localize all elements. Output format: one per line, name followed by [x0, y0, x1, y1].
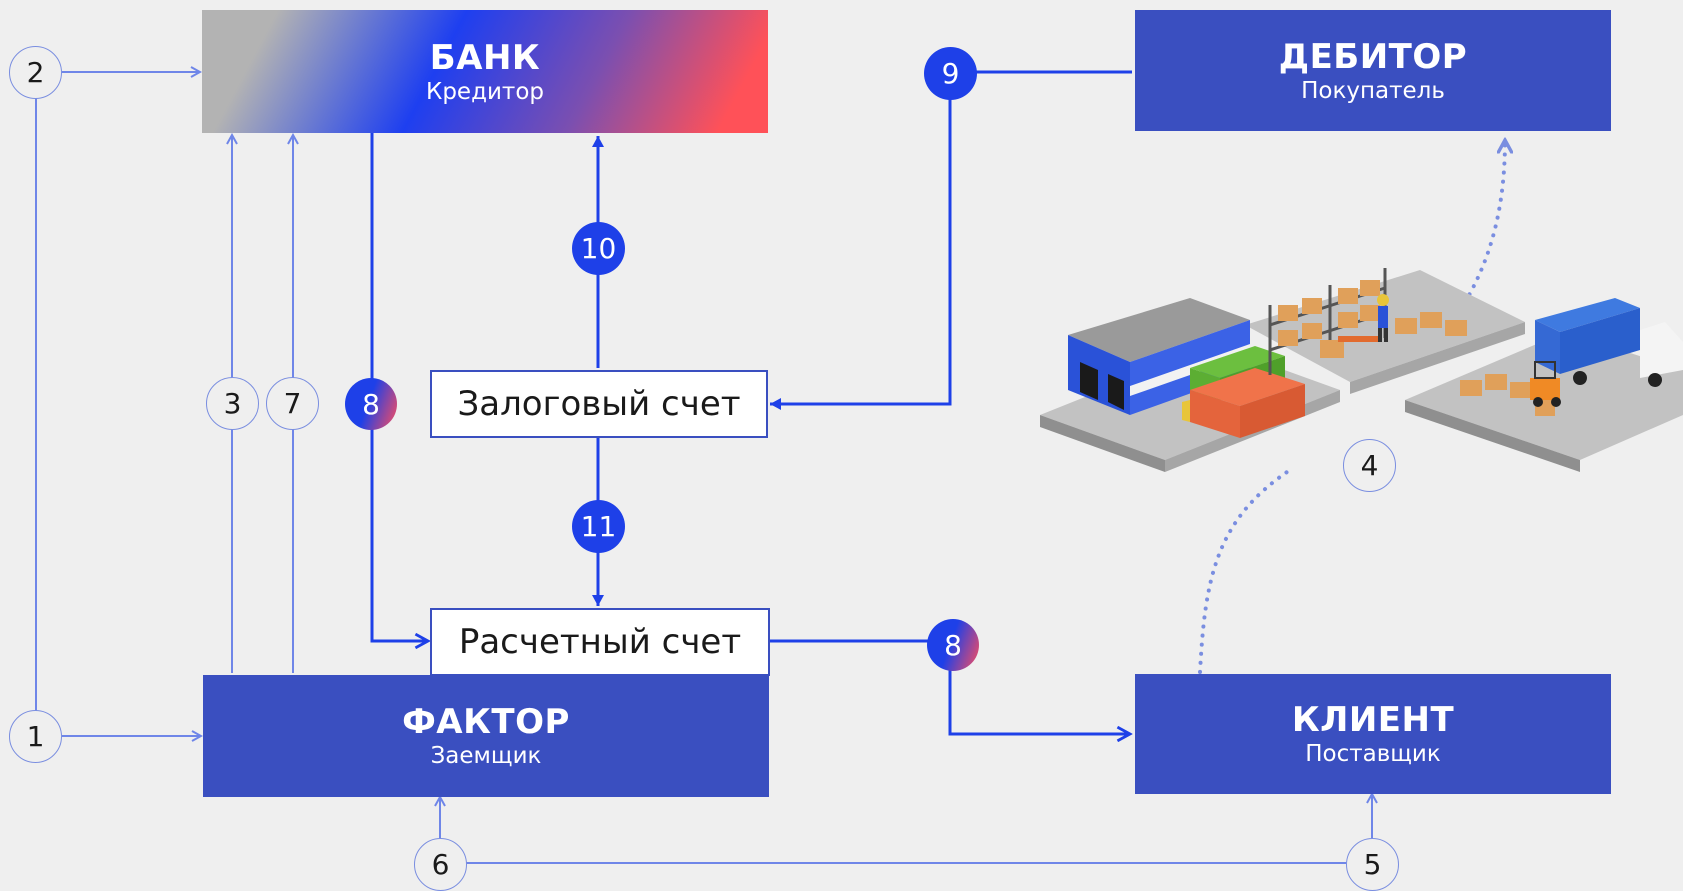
container-truck: [1535, 298, 1683, 387]
warehouse-logistics-illustration: [1040, 268, 1683, 472]
step-8-bank-badge: 8: [345, 378, 397, 430]
worker-with-cart: [1338, 294, 1389, 342]
step-11-badge: 11: [572, 500, 625, 553]
flow-9-line: [770, 70, 1132, 410]
flow-8-to-client-line: [770, 639, 1130, 734]
step-4-badge: 4: [1343, 439, 1396, 492]
debtor-title: ДЕБИТОР: [1278, 36, 1468, 77]
warehouse-building: [1068, 298, 1250, 415]
factor-title: ФАКТОР: [402, 702, 570, 742]
flow-4-debtor-dotted-path: [1448, 140, 1505, 327]
step-6-badge: 6: [414, 838, 467, 891]
forklift: [1530, 361, 1561, 407]
pledge-account-box: Залоговый счет: [430, 370, 768, 438]
debtor-subtitle: Покупатель: [1301, 77, 1445, 104]
debtor-node: ДЕБИТОР Покупатель: [1135, 10, 1611, 131]
client-subtitle: Поставщик: [1305, 741, 1441, 767]
client-title: КЛИЕНТ: [1291, 700, 1455, 740]
step-1-badge: 1: [9, 710, 62, 763]
flow-8-bank-to-settlement-line: [370, 132, 428, 641]
bank-subtitle: Кредитор: [426, 78, 544, 105]
bank-node: БАНК Кредитор: [202, 10, 768, 133]
step-10-badge: 10: [572, 222, 625, 275]
factor-node: ФАКТОР Заемщик: [203, 675, 769, 797]
step-8-client-badge: 8: [927, 619, 979, 671]
step-3-badge: 3: [206, 377, 259, 430]
step-7-badge: 7: [266, 377, 319, 430]
bank-title: БАНК: [429, 37, 541, 78]
step-2-badge: 2: [9, 46, 62, 99]
step-5-badge: 5: [1346, 838, 1399, 891]
client-node: КЛИЕНТ Поставщик: [1135, 674, 1611, 794]
factor-subtitle: Заемщик: [430, 743, 542, 769]
flow-4-client-dotted-path: [1198, 468, 1292, 674]
settlement-account-box: Расчетный счет: [430, 608, 770, 676]
step-9-badge: 9: [924, 47, 977, 100]
